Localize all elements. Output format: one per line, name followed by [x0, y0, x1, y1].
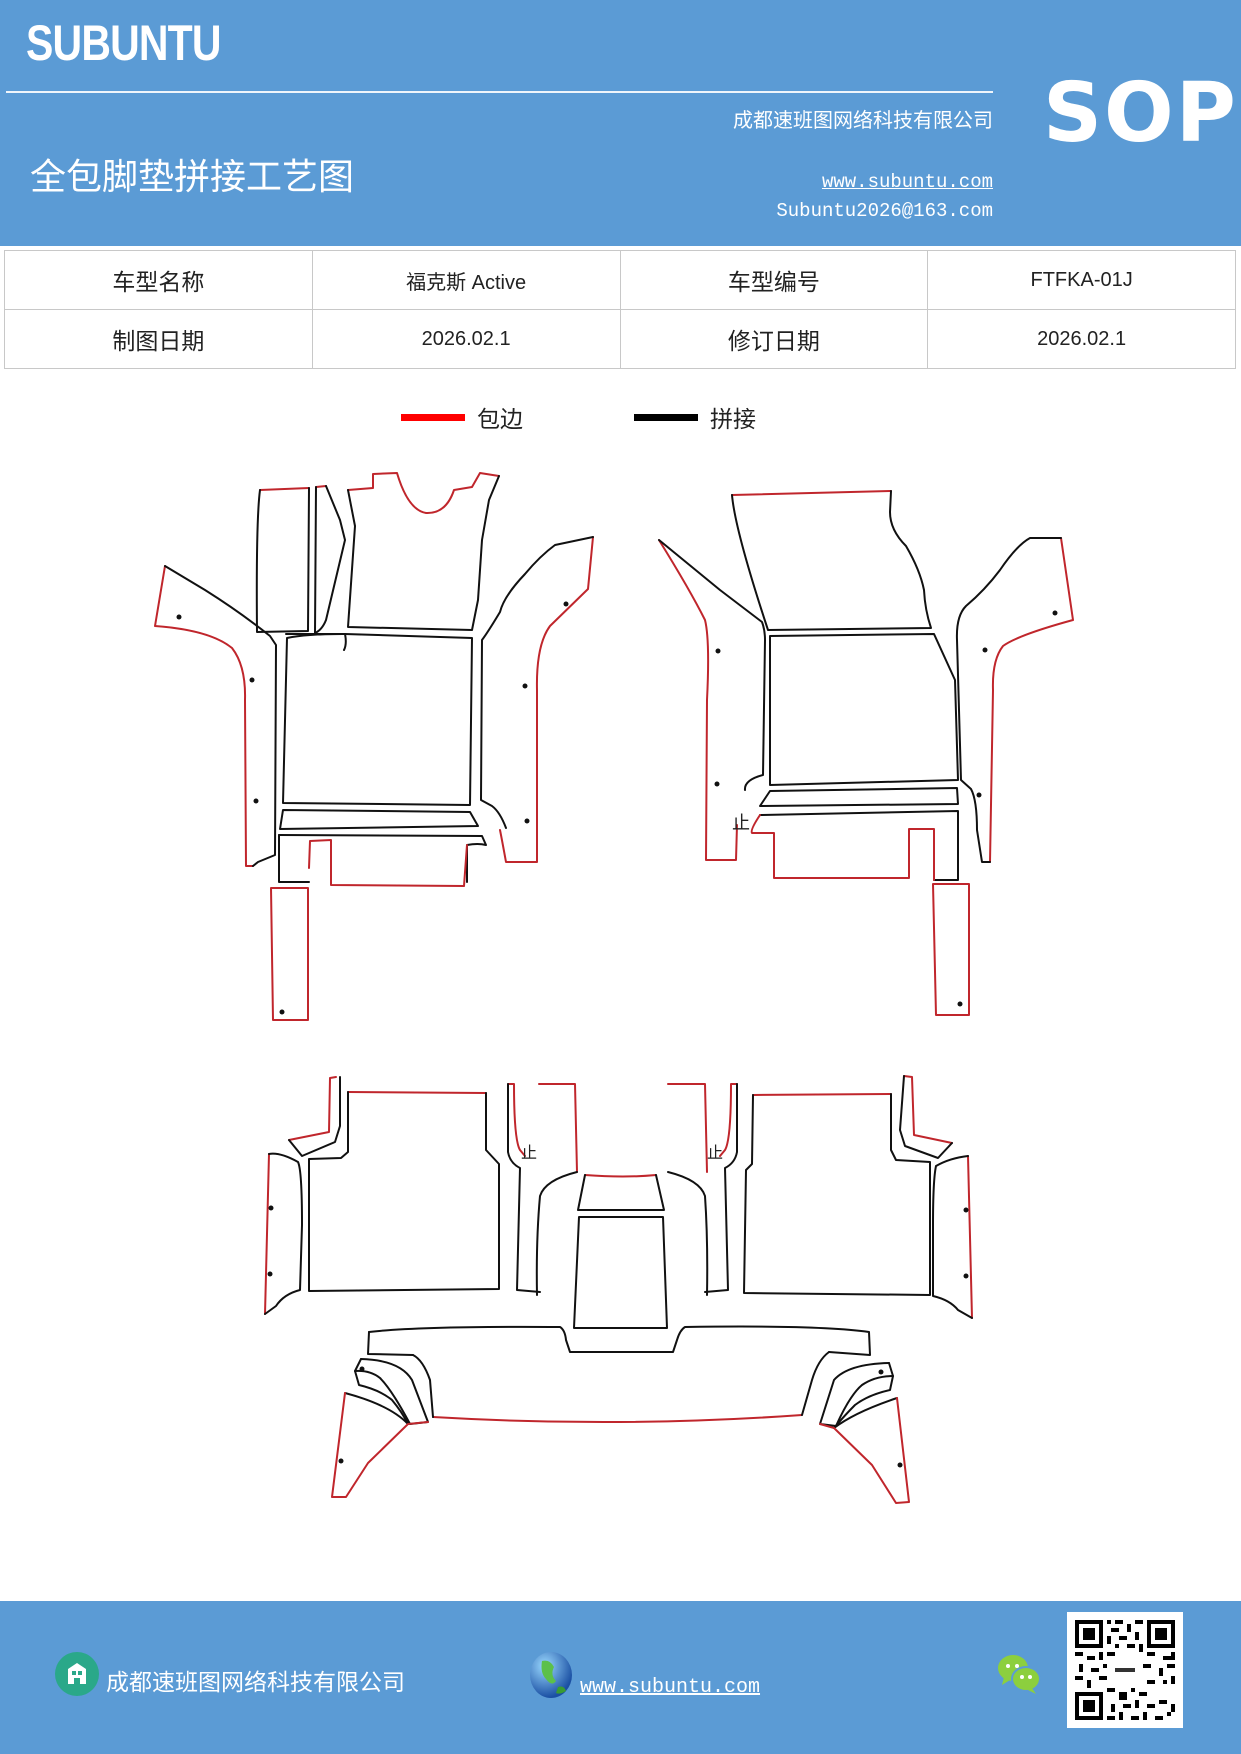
globe-icon: [530, 1652, 572, 1698]
sop-badge: SOP: [1043, 66, 1238, 161]
footer-website[interactable]: www.subuntu.com: [528, 1651, 760, 1699]
header-website-link[interactable]: www.subuntu.com: [821, 171, 993, 193]
qr-code: [1067, 1612, 1183, 1728]
vehicle-info-table: 车型名称 福克斯 Active 车型编号 FTFKA-01J 制图日期 2026…: [4, 250, 1236, 369]
rear-mat-set: 止 止: [264, 1075, 973, 1504]
front-left-mat-set: [154, 472, 594, 1021]
svg-text:止: 止: [707, 1143, 723, 1162]
label-revision-date: 修订日期: [619, 309, 929, 369]
value-revision-date: 2026.02.1: [927, 309, 1236, 369]
page-title: 全包脚垫拼接工艺图: [30, 157, 355, 198]
footer-company: 成都速班图网络科技有限公司: [54, 1651, 405, 1697]
legend-item-edge-binding: 包边: [401, 400, 523, 434]
svg-text:止: 止: [732, 813, 750, 834]
legend: 包边 拼接: [0, 400, 1241, 440]
label-vehicle-code: 车型编号: [619, 250, 929, 310]
header-divider: [6, 91, 993, 93]
footer-banner: 成都速班图网络科技有限公司 www.subuntu.com: [0, 1601, 1241, 1754]
legend-item-seam: 拼接: [634, 400, 756, 434]
qr-code-pattern: [1075, 1620, 1175, 1720]
footer-website-link[interactable]: www.subuntu.com: [580, 1676, 761, 1699]
table-row: 车型名称 福克斯 Active 车型编号 FTFKA-01J: [4, 250, 1236, 310]
value-vehicle-code: FTFKA-01J: [927, 250, 1236, 310]
wechat-icon[interactable]: [996, 1653, 1042, 1695]
value-vehicle-name: 福克斯 Active: [311, 250, 621, 310]
red-line-swatch: [401, 413, 465, 421]
header-email[interactable]: Subuntu2026@163.com: [776, 200, 993, 222]
floor-mat-diagram: 止 止: [154, 472, 1074, 1504]
black-line-swatch: [634, 413, 698, 421]
building-icon: [55, 1652, 99, 1696]
legend-label: 包边: [477, 407, 523, 433]
footer-company-name: 成都速班图网络科技有限公司: [106, 1670, 405, 1696]
label-draw-date: 制图日期: [4, 309, 313, 369]
front-right-mat-set: 止: [658, 490, 1074, 1016]
header-banner: SUBUNTU 成都速班图网络科技有限公司 全包脚垫拼接工艺图 www.subu…: [0, 0, 1241, 246]
table-row: 制图日期 2026.02.1 修订日期 2026.02.1: [4, 309, 1236, 369]
legend-label: 拼接: [710, 407, 756, 433]
brand-logo: SUBUNTU: [26, 15, 222, 71]
label-vehicle-name: 车型名称: [4, 250, 313, 310]
value-draw-date: 2026.02.1: [311, 309, 621, 369]
header-company-name: 成都速班图网络科技有限公司: [733, 108, 993, 132]
svg-text:止: 止: [521, 1143, 537, 1162]
